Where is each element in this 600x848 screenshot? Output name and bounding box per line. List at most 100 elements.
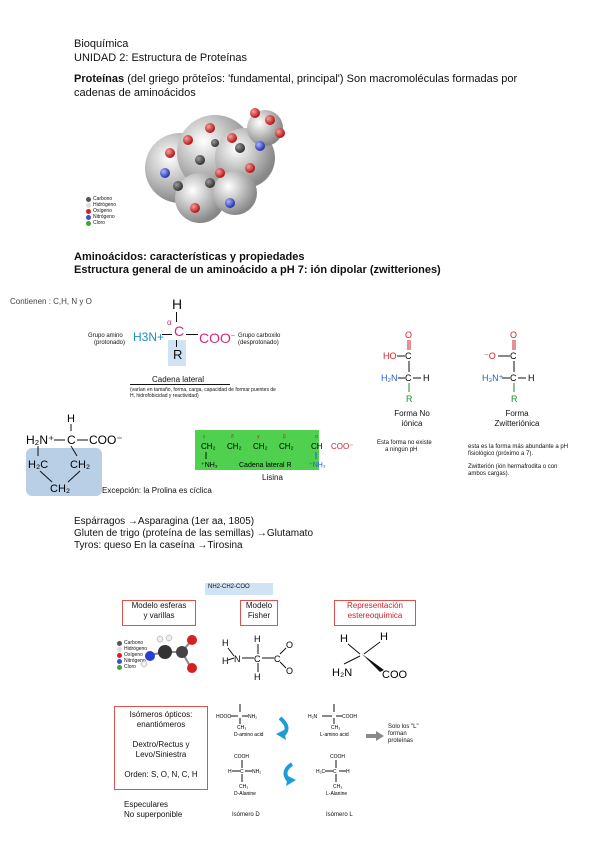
svg-text:O: O bbox=[286, 640, 293, 650]
legend-label: Hidrógeno bbox=[124, 646, 148, 652]
legend-item: Carbono bbox=[86, 196, 116, 202]
cadena-line bbox=[130, 384, 230, 385]
svg-text:HO: HO bbox=[383, 351, 397, 361]
history-item: Espárragos →Asparagina (1er aa, 1805) bbox=[74, 516, 255, 527]
protein-model-image bbox=[140, 98, 300, 228]
protonado-text: (protonado) bbox=[94, 340, 126, 346]
svg-text:O: O bbox=[405, 330, 412, 340]
note-zwit: esta es la forma más abundante a pH fisi… bbox=[468, 444, 593, 478]
bond-h bbox=[176, 312, 177, 322]
intro-rest: (del griego prōteîos: 'fundamental, prin… bbox=[124, 73, 518, 85]
alpha-h: H bbox=[172, 296, 183, 312]
doc-unit: UNIDAD 2: Estructura de Proteínas bbox=[74, 52, 248, 64]
isomero-l-label: Isómero L bbox=[326, 812, 353, 818]
coo-text: COO bbox=[199, 330, 231, 346]
model-fisher-header: Modelo Fisher bbox=[240, 600, 278, 626]
svg-text:L-amino acid: L-amino acid bbox=[320, 732, 349, 738]
solo-l-arrow bbox=[366, 728, 384, 746]
legend-label: Cloro bbox=[124, 664, 136, 670]
legend-label: Oxígeno bbox=[124, 652, 143, 658]
desprotonado-text: (desprotonado) bbox=[238, 340, 279, 346]
isomeros-title2: enantiómeros bbox=[136, 720, 186, 729]
svg-text:H₂C: H₂C bbox=[316, 769, 326, 775]
svg-text:H: H bbox=[222, 656, 229, 666]
legend-item: Cloro bbox=[117, 664, 147, 670]
svg-text:CH: CH bbox=[311, 442, 323, 451]
model-fisher-2: Fisher bbox=[247, 611, 271, 620]
svg-text:L-Alanine: L-Alanine bbox=[326, 791, 347, 797]
legend-swatch bbox=[86, 214, 91, 220]
intro-bold: Proteínas bbox=[74, 73, 125, 85]
legend-label: Hidrógeno bbox=[93, 202, 117, 208]
isomeros-orden: Orden: S, O, N, C, H bbox=[124, 770, 198, 779]
intro-paragraph: Proteínas (del griego prōteîos: 'fundame… bbox=[74, 72, 544, 100]
isomeros-dextro2: Levo/Siniestra bbox=[135, 750, 187, 759]
h3n-group: H3N+ bbox=[133, 330, 165, 344]
section-aminoacidos-title: Aminoácidos: características y propiedad… bbox=[74, 251, 305, 263]
legend-item: Carbono bbox=[117, 640, 147, 646]
svg-text:COO⁻: COO⁻ bbox=[89, 433, 123, 447]
svg-text:CH₃: CH₃ bbox=[237, 725, 246, 731]
svg-text:CH₃: CH₃ bbox=[331, 725, 340, 731]
legend-swatch bbox=[86, 220, 91, 226]
svg-text:COO: COO bbox=[382, 669, 408, 680]
grupo-carboxilo-label: Grupo carboxilo (desprotonado) bbox=[238, 333, 280, 347]
r-group: R bbox=[173, 347, 183, 362]
zwitterion-structure: O ⁻O C H₃N⁺ C H R bbox=[478, 330, 558, 405]
note-no-ionica: Esta forma no existe a ningún pH bbox=[377, 440, 432, 454]
forma-no-ionica-label: Forma No iónica bbox=[382, 409, 442, 429]
svg-text:D-Alanine: D-Alanine bbox=[234, 791, 256, 797]
legend-label: Carbono bbox=[93, 196, 113, 202]
legend-label: Oxígeno bbox=[93, 208, 112, 214]
forma-no-ionica-2: iónica bbox=[401, 419, 423, 428]
svg-text:R: R bbox=[511, 394, 518, 404]
legend-item: Hidrógeno bbox=[86, 202, 116, 208]
legend-swatch bbox=[117, 664, 122, 670]
svg-text:C: C bbox=[510, 351, 517, 361]
isomeros-dextro1: Dextro/Rectus y bbox=[132, 740, 190, 749]
cadena-lateral-label: Cadena lateral bbox=[152, 375, 205, 384]
svg-text:H: H bbox=[340, 633, 348, 645]
svg-text:R: R bbox=[406, 394, 413, 404]
history-item: Tyros: queso En la caseína →Tirosina bbox=[74, 540, 243, 551]
legend-item: Oxígeno bbox=[86, 208, 116, 214]
svg-text:C: C bbox=[405, 351, 412, 361]
note-zwit-3: Zwitterión (ión hermafrodita o con bbox=[468, 464, 558, 470]
legend-item: Oxígeno bbox=[117, 652, 147, 658]
svg-text:C: C bbox=[240, 769, 244, 775]
svg-text:COO⁻: COO⁻ bbox=[331, 442, 353, 451]
svg-text:H: H bbox=[528, 373, 535, 383]
ball-stick-model bbox=[140, 630, 200, 680]
svg-text:O: O bbox=[286, 666, 293, 676]
svg-text:H₃N⁺: H₃N⁺ bbox=[482, 373, 504, 383]
svg-text:CH₂: CH₂ bbox=[201, 442, 216, 451]
legend-label: Nitrógeno bbox=[93, 214, 115, 220]
svg-text:CH₃: CH₃ bbox=[239, 784, 248, 790]
bond-n bbox=[162, 334, 172, 335]
note-zwit-2: fisiológico (próximo a 7). bbox=[468, 451, 534, 457]
svg-text:⁺NH₃: ⁺NH₃ bbox=[309, 462, 326, 469]
svg-text:CH₂: CH₂ bbox=[227, 442, 242, 451]
especulares-text: Especulares bbox=[124, 800, 169, 809]
svg-text:C: C bbox=[405, 373, 412, 383]
intro-line2: cadenas de aminoácidos bbox=[74, 87, 196, 99]
forma-zwit-2: Zwitteriónica bbox=[494, 419, 540, 428]
svg-text:C: C bbox=[510, 373, 517, 383]
glycine-formula: NH2-CH2-COO bbox=[205, 583, 273, 595]
svg-text:HOOC: HOOC bbox=[216, 714, 231, 720]
model-estereo-header: Representación estereoquímica bbox=[334, 600, 416, 626]
legend-swatch bbox=[117, 646, 122, 652]
r-group-box bbox=[168, 340, 186, 366]
no-ionic-structure: O HO C H₂N C H R bbox=[375, 330, 455, 405]
svg-text:CH₃: CH₃ bbox=[333, 784, 342, 790]
note-zwit-1: esta es la forma más abundante a pH bbox=[468, 444, 569, 450]
section-structure-title: Estructura general de un aminoácido a pH… bbox=[74, 264, 441, 276]
svg-text:H₂N⁺: H₂N⁺ bbox=[26, 433, 54, 447]
svg-text:H: H bbox=[222, 638, 229, 648]
solo-l-2: forman bbox=[388, 731, 407, 737]
note-no-ionica-2: a ningún pH bbox=[385, 447, 418, 453]
